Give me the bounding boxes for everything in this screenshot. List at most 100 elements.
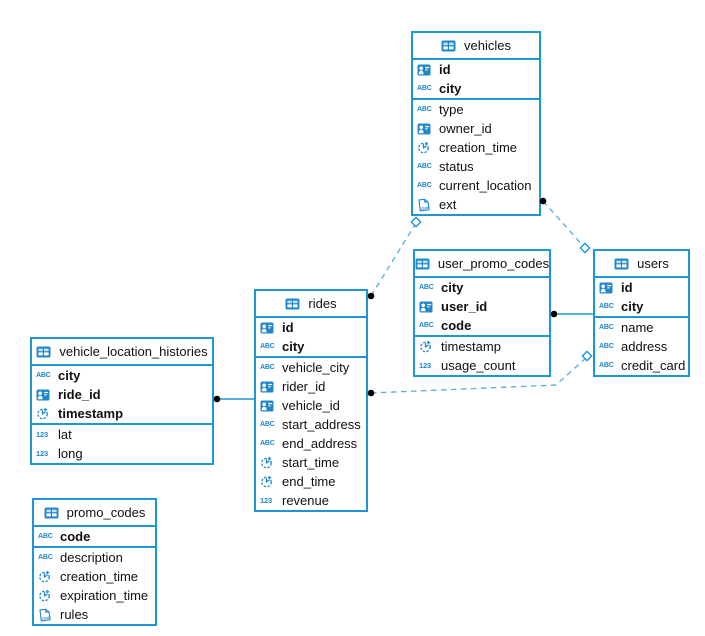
column-row[interactable]: JSON rules bbox=[34, 605, 155, 624]
column-row[interactable]: start_time bbox=[256, 453, 366, 472]
column-row[interactable]: ABC city bbox=[415, 278, 549, 297]
text-glyph: ABC bbox=[36, 372, 51, 379]
column-name: credit_card bbox=[621, 358, 686, 373]
table-header[interactable]: vehicles bbox=[413, 33, 539, 60]
text-glyph: ABC bbox=[419, 322, 434, 329]
column-name: end_time bbox=[282, 474, 336, 489]
relationship-line-vehicles-rides[interactable] bbox=[370, 222, 417, 297]
text-glyph: ABC bbox=[599, 303, 614, 310]
column-row[interactable]: id bbox=[595, 278, 688, 297]
column-name: rider_id bbox=[282, 379, 326, 394]
text-type-icon: ABC bbox=[599, 303, 617, 310]
column-row[interactable]: id bbox=[256, 318, 366, 337]
table-icon bbox=[36, 346, 54, 358]
numeric-glyph: 123 bbox=[260, 495, 272, 505]
table-header[interactable]: promo_codes bbox=[34, 500, 155, 527]
column-row[interactable]: end_time bbox=[256, 472, 366, 491]
timestamp-type-icon bbox=[38, 570, 56, 583]
text-glyph: ABC bbox=[38, 554, 53, 561]
column-row[interactable]: timestamp bbox=[32, 404, 212, 423]
json-type-icon: JSON bbox=[38, 608, 56, 622]
column-name: current_location bbox=[439, 178, 532, 193]
table-header[interactable]: rides bbox=[256, 291, 366, 318]
text-glyph: ABC bbox=[260, 440, 275, 447]
column-row[interactable]: expiration_time bbox=[34, 586, 155, 605]
column-row[interactable]: creation_time bbox=[413, 138, 539, 157]
column-row[interactable]: vehicle_id bbox=[256, 396, 366, 415]
column-row[interactable]: rider_id bbox=[256, 377, 366, 396]
column-row[interactable]: ABC credit_card bbox=[595, 356, 688, 375]
column-name: rules bbox=[60, 607, 89, 622]
table-header[interactable]: users bbox=[595, 251, 688, 278]
numeric-glyph: 123 bbox=[36, 448, 48, 458]
column-name: creation_time bbox=[60, 569, 139, 584]
column-name: city bbox=[441, 280, 464, 295]
column-name: revenue bbox=[282, 493, 329, 508]
column-row[interactable]: ABC end_address bbox=[256, 434, 366, 453]
text-glyph: ABC bbox=[599, 362, 614, 369]
column-name: owner_id bbox=[439, 121, 492, 136]
column-name: address bbox=[621, 339, 668, 354]
table-icon bbox=[614, 258, 632, 270]
person-id-type-icon bbox=[417, 123, 435, 135]
text-type-icon: ABC bbox=[599, 343, 617, 350]
column-row[interactable]: 123 long bbox=[32, 444, 212, 463]
column-name: end_address bbox=[282, 436, 358, 451]
column-row[interactable]: timestamp bbox=[415, 337, 549, 356]
column-name: long bbox=[58, 446, 83, 461]
text-glyph: ABC bbox=[417, 85, 432, 92]
table-name: rides bbox=[308, 296, 337, 311]
column-row[interactable]: 123 revenue bbox=[256, 491, 366, 510]
column-row[interactable]: ABC address bbox=[595, 337, 688, 356]
relationship-diamond-endpoint bbox=[581, 350, 593, 362]
column-name: expiration_time bbox=[60, 588, 149, 603]
column-row[interactable]: ride_id bbox=[32, 385, 212, 404]
column-row[interactable]: creation_time bbox=[34, 567, 155, 586]
text-glyph: ABC bbox=[599, 324, 614, 331]
numeric-glyph: 123 bbox=[36, 429, 48, 439]
person-id-type-icon bbox=[599, 282, 617, 294]
column-row[interactable]: id bbox=[413, 60, 539, 79]
relationship-line-vehicles-users[interactable] bbox=[542, 200, 586, 249]
column-row[interactable]: ABC current_location bbox=[413, 176, 539, 195]
json-glyph-text: JSON bbox=[41, 615, 51, 620]
column-name: vehicle_city bbox=[282, 360, 350, 375]
column-name: ext bbox=[439, 197, 457, 212]
table-header[interactable]: user_promo_codes bbox=[415, 251, 549, 278]
text-type-icon: ABC bbox=[260, 421, 278, 428]
table-name: vehicles bbox=[464, 38, 511, 53]
column-row[interactable]: owner_id bbox=[413, 119, 539, 138]
text-type-icon: ABC bbox=[599, 362, 617, 369]
column-row[interactable]: user_id bbox=[415, 297, 549, 316]
relationship-dot-endpoint bbox=[367, 292, 375, 300]
text-glyph: ABC bbox=[419, 284, 434, 291]
table-icon bbox=[415, 258, 433, 270]
text-type-icon: ABC bbox=[417, 106, 435, 113]
text-type-icon: ABC bbox=[417, 182, 435, 189]
table-header[interactable]: vehicle_location_histories bbox=[32, 339, 212, 366]
